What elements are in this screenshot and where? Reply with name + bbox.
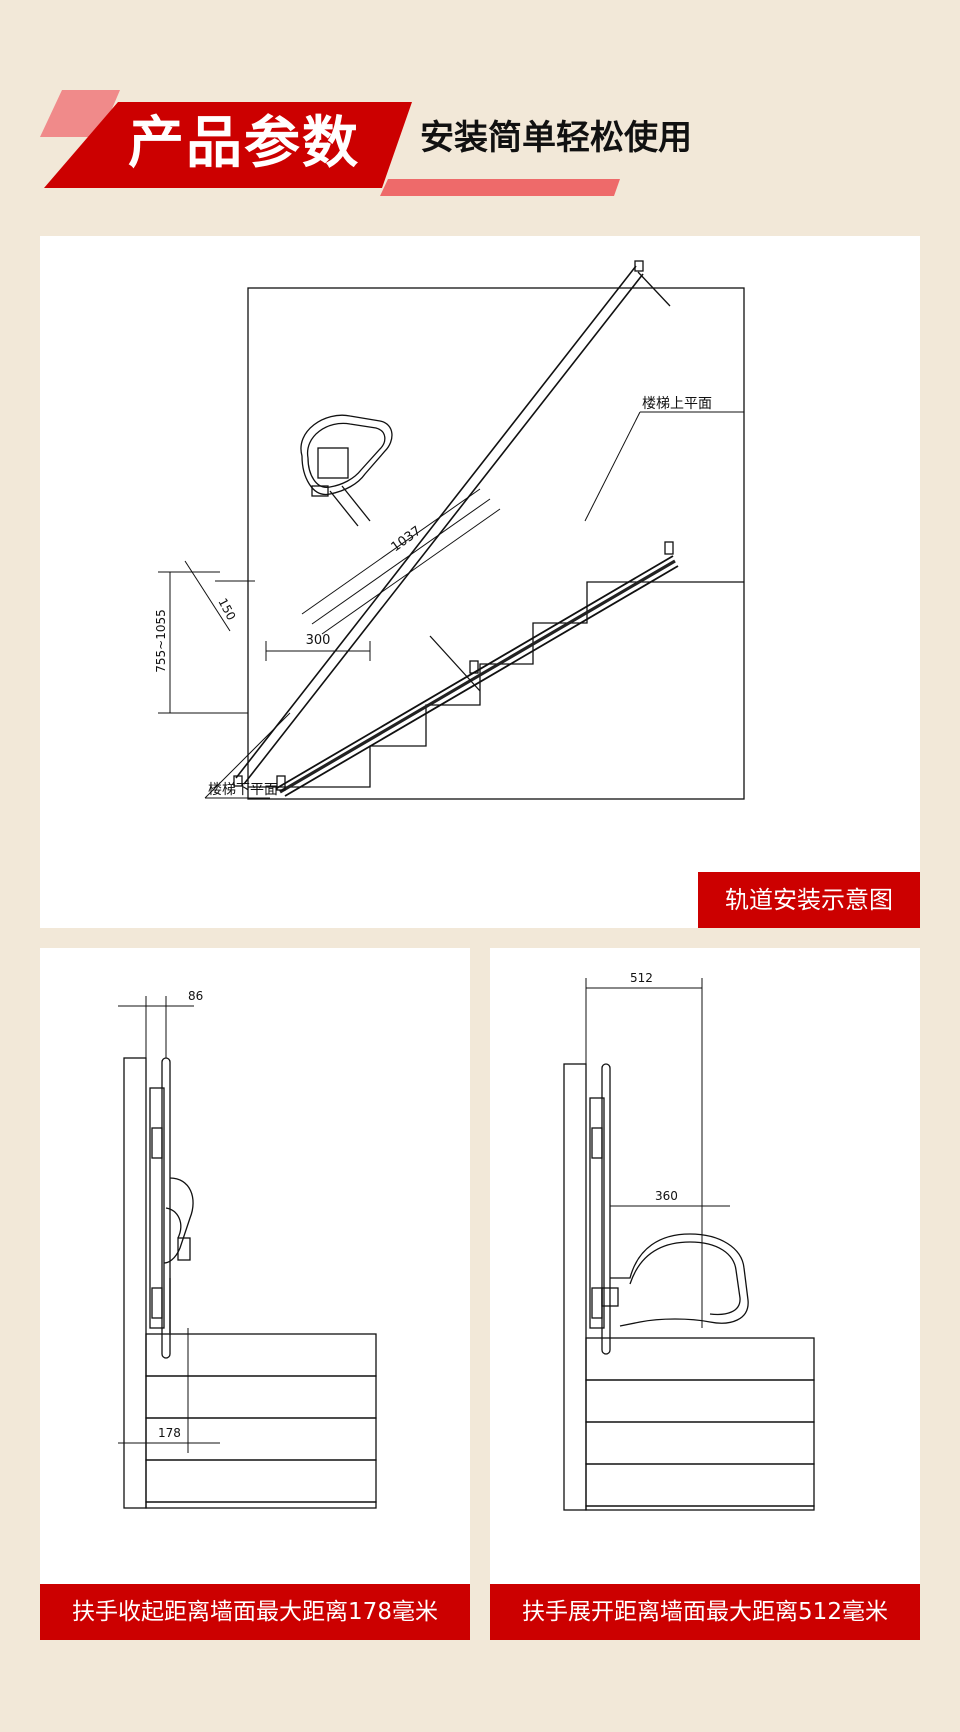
folded-handrail-caption: 扶手收起距离墙面最大距离178毫米	[40, 1584, 470, 1640]
label-dim-86: 86	[188, 989, 203, 1003]
chair-drawing	[300, 414, 393, 527]
label-upper-floor: 楼梯上平面	[642, 396, 712, 412]
dimension-horizontal	[265, 641, 371, 661]
leader-lower-floor	[204, 712, 291, 799]
folded-handrail	[149, 1057, 194, 1359]
track-diagram-caption: 轨道安装示意图	[698, 872, 920, 928]
diagram-frame	[247, 287, 745, 800]
header-underline-bar	[380, 179, 620, 196]
header-red-banner	[44, 102, 412, 188]
dimension-512	[585, 978, 703, 1328]
label-horizontal: 300	[306, 633, 331, 648]
label-dim-178: 178	[158, 1426, 181, 1440]
wall	[123, 1057, 147, 1509]
unfolded-handrail-diagram: 512 360	[563, 971, 815, 1511]
track-installation-panel: 1037 150 300 755~1055 楼梯上平面	[40, 236, 920, 928]
stair-profile	[248, 581, 744, 788]
posts	[276, 541, 674, 791]
handrail	[233, 260, 671, 787]
dimension-rail-length	[301, 488, 501, 635]
folded-handrail-panel: 86 178 扶手收起距离墙面最大距离178毫米	[40, 948, 470, 1640]
label-dim-512: 512	[630, 971, 653, 985]
label-rail-length: 1037	[389, 524, 425, 556]
dimension-offset	[184, 560, 255, 632]
label-lower-floor: 楼梯下平面	[208, 782, 278, 798]
stair-steps	[585, 1337, 815, 1511]
dimension-height	[158, 571, 248, 714]
label-height-range: 755~1055	[154, 609, 168, 673]
label-offset: 150	[215, 596, 238, 623]
track-installation-diagram: 1037 150 300 755~1055 楼梯上平面	[154, 260, 745, 800]
unfolded-handrail-panel: 512 360 扶手展开距离墙面最大距离512毫米	[490, 948, 920, 1640]
label-dim-360: 360	[655, 1189, 678, 1203]
dimension-178	[118, 1328, 220, 1453]
leader-upper-floor	[584, 411, 744, 522]
unfolded-handrail	[589, 1063, 749, 1355]
dimension-86	[118, 996, 194, 1058]
dimension-360	[609, 1196, 730, 1278]
wall	[563, 1063, 587, 1511]
unfolded-handrail-caption: 扶手展开距离墙面最大距离512毫米	[490, 1584, 920, 1640]
header-decoration	[40, 90, 620, 196]
stair-steps	[145, 1333, 377, 1509]
stair-rail	[276, 555, 679, 797]
folded-handrail-diagram: 86 178	[118, 989, 377, 1509]
page-title: 产品参数	[128, 111, 360, 176]
page-subtitle: 安装简单轻松使用	[420, 118, 692, 158]
